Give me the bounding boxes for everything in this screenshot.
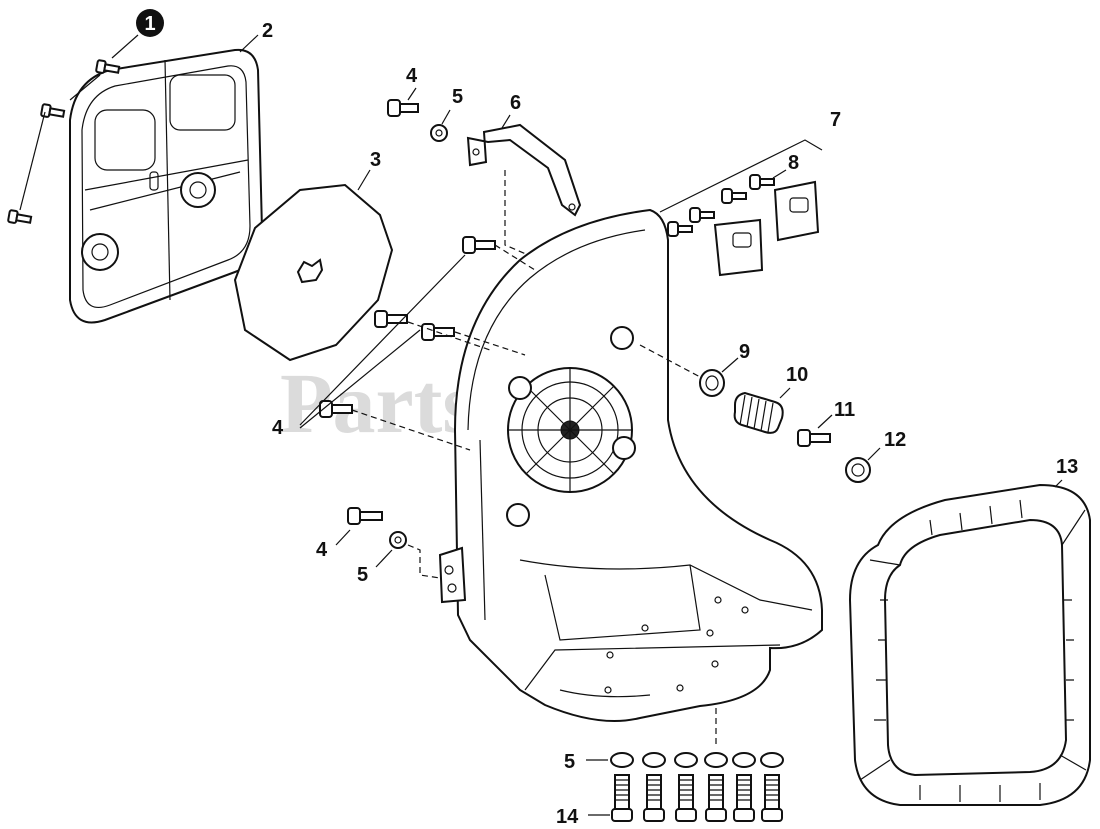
part-4-bolts-middle[interactable] — [299, 236, 536, 451]
part-11-bolt[interactable] — [797, 414, 833, 447]
leader-2 — [239, 34, 259, 53]
callout-5-bottom: 5 — [564, 751, 575, 773]
part-4-bolt-lower[interactable] — [335, 507, 383, 546]
callout-9: 9 — [739, 341, 750, 363]
part-3-gasket[interactable] — [233, 183, 394, 362]
part-1-screws[interactable] — [7, 34, 139, 226]
svg-text:1: 1 — [144, 13, 155, 35]
callout-14: 14 — [556, 806, 579, 828]
part-14-bolts-bottom[interactable] — [588, 774, 783, 822]
callout-10: 10 — [786, 364, 808, 386]
leader-4-top — [407, 87, 417, 101]
callout-5-top: 5 — [452, 86, 463, 108]
part-12-cap[interactable] — [845, 447, 881, 483]
part-9-nut[interactable] — [639, 344, 739, 397]
callout-5-lower: 5 — [357, 564, 368, 586]
part-5-washer-top[interactable] — [430, 124, 448, 142]
part-4-bolt-top[interactable] — [387, 99, 419, 117]
part-2-back-cover[interactable] — [69, 48, 264, 324]
part-7-plate-assembly[interactable] — [659, 139, 823, 277]
part-5-washer-lower[interactable] — [375, 531, 441, 579]
callout-8: 8 — [788, 152, 799, 174]
callout-6: 6 — [510, 92, 521, 114]
leader-3 — [357, 169, 371, 191]
leader-6 — [501, 114, 511, 129]
callout-3: 3 — [370, 149, 381, 171]
callout-2: 2 — [262, 20, 273, 42]
callout-13: 13 — [1056, 456, 1078, 478]
main-housing[interactable] — [438, 208, 823, 723]
callout-4-lower: 4 — [316, 539, 328, 561]
callout-badge-1: 1 — [136, 9, 164, 37]
callout-7: 7 — [830, 109, 841, 131]
leader-5-top — [441, 109, 451, 125]
part-8-screw[interactable] — [749, 169, 787, 190]
part-10-spring[interactable] — [733, 387, 791, 434]
callout-11: 11 — [834, 399, 855, 421]
part-5-washers-bottom[interactable] — [586, 708, 784, 768]
part-13-frame-ring[interactable] — [848, 479, 1091, 806]
callout-12: 12 — [884, 429, 906, 451]
callout-4-middle: 4 — [272, 417, 284, 439]
callout-4-top: 4 — [406, 65, 418, 87]
